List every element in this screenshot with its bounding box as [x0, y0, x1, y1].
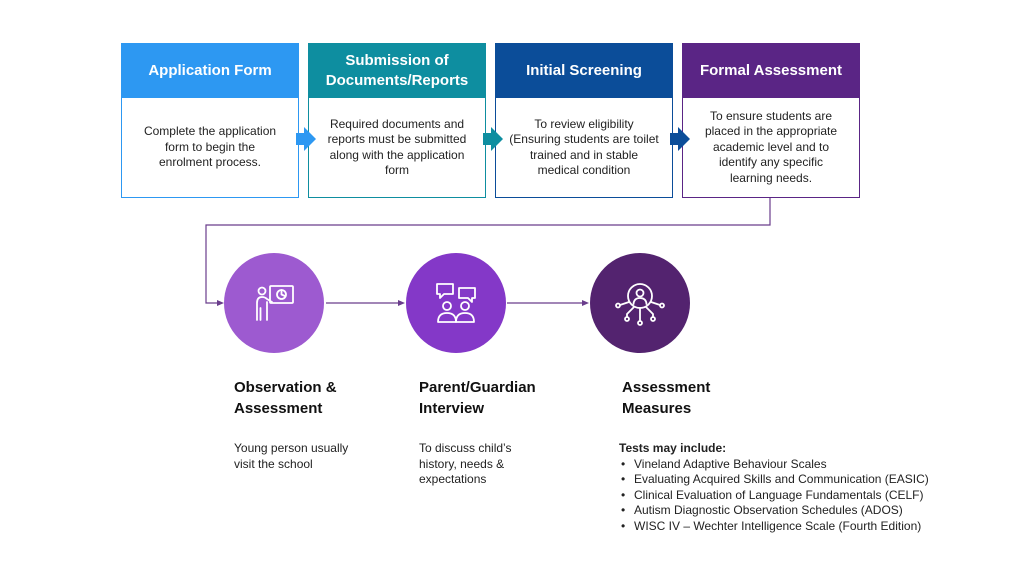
test-item: Autism Diagnostic Observation Schedules … [621, 503, 929, 519]
initial-screening-description: To review eligibility (Ensuring students… [509, 116, 659, 178]
submission-title: Submission of Documents/Reports [309, 44, 485, 98]
test-item: Vineland Adaptive Behaviour Scales [621, 457, 929, 473]
arrow-right-icon [296, 127, 316, 151]
initial-screening-box: Initial Screening To review eligibility … [495, 43, 673, 198]
observation-title: Observation & Assessment [234, 379, 337, 417]
initial-screening-title: Initial Screening [496, 44, 672, 98]
connector-arrowhead [582, 300, 589, 306]
test-item: Clinical Evaluation of Language Fundamen… [621, 488, 929, 504]
test-item: Evaluating Acquired Skills and Communica… [621, 472, 929, 488]
formal-assessment-description: To ensure students are placed in the app… [704, 108, 838, 185]
tests-section: Tests may include: Vineland Adaptive Beh… [619, 441, 929, 534]
connector-arrowhead [217, 300, 224, 306]
tests-heading: Tests may include: [619, 441, 727, 455]
interview-circle [406, 253, 506, 353]
submission-box: Submission of Documents/Reports Required… [308, 43, 486, 198]
formal-assessment-box: Formal Assessment To ensure students are… [682, 43, 860, 198]
observation-description: Young person usually visit the school [234, 441, 349, 471]
application-form-description: Complete the application form to begin t… [143, 124, 277, 170]
presentation-icon [256, 285, 294, 321]
application-form-box: Application Form Complete the applicatio… [121, 43, 299, 198]
observation-circle [224, 253, 324, 353]
test-item: WISC IV – Wechter Intelligence Scale (Fo… [621, 519, 929, 535]
tests-list: Vineland Adaptive Behaviour Scales Evalu… [619, 457, 929, 535]
arrow-right-icon [483, 127, 503, 151]
measures-circle [590, 253, 690, 353]
interview-description: To discuss child’s history, needs & expe… [419, 441, 512, 486]
submission-description: Required documents and reports must be s… [327, 116, 467, 178]
connector-arrowhead [398, 300, 405, 306]
measures-title: Assessment Measures [622, 379, 711, 417]
arrow-right-icon [670, 127, 690, 151]
interview-title: Parent/Guardian Interview [419, 379, 536, 417]
formal-to-observation-connector [205, 198, 771, 304]
formal-assessment-title: Formal Assessment [683, 44, 859, 98]
application-form-title: Application Form [122, 44, 298, 98]
network-person-icon [615, 283, 665, 326]
discussion-icon [436, 283, 476, 323]
